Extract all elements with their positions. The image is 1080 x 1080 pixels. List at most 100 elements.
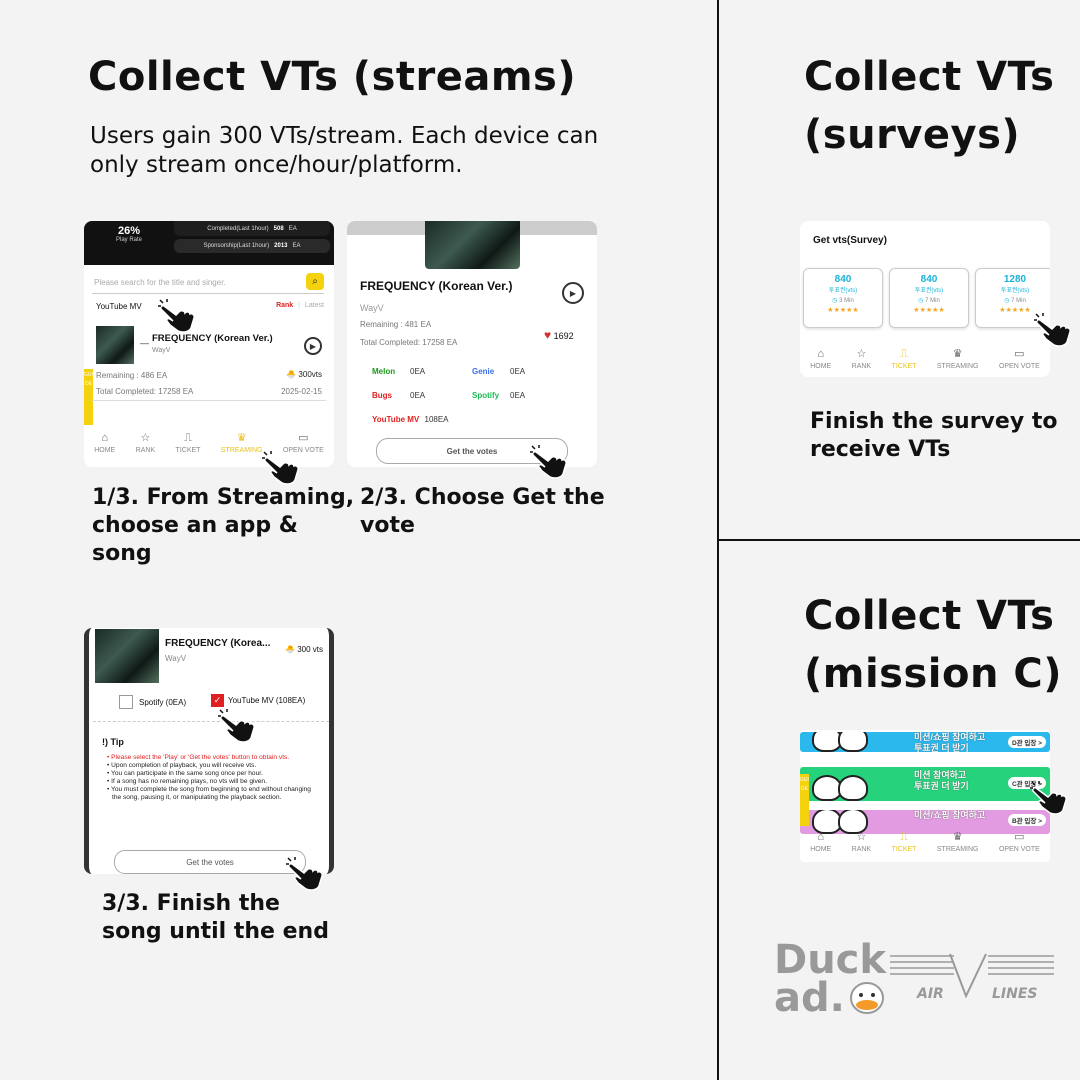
nav-streaming[interactable]: ♛STREAMING — [936, 831, 979, 854]
airlines-wordmark — [890, 953, 1054, 999]
sponsorship-label: Sponsorship(Last 1hour) — [203, 243, 270, 249]
clock-icon: ◷ — [918, 298, 924, 304]
tap-hand-icon — [262, 450, 304, 486]
search-icon[interactable]: ⌕ — [306, 273, 324, 290]
reward: 🐣 300vts — [286, 370, 322, 379]
sort-rank[interactable]: Rank — [276, 302, 294, 309]
nav-ticket[interactable]: ⎍TICKET — [891, 831, 917, 854]
nav-rank[interactable]: ☆RANK — [851, 831, 872, 854]
get-votes-button[interactable]: Get the votes — [114, 850, 306, 874]
survey-reward-value: 840 — [920, 274, 938, 285]
play-icon[interactable]: ▶ — [304, 337, 322, 355]
brand-air: AIR — [917, 986, 944, 1002]
mission-enter-button[interactable]: C관 입장 > — [1007, 777, 1046, 789]
song-title[interactable]: FREQUENCY (Korean Ver.) — [152, 333, 273, 344]
tap-hand-icon — [158, 298, 200, 334]
nav-ticket[interactable]: ⎍TICKET — [175, 432, 201, 455]
streaming-icon: ♛ — [952, 831, 963, 843]
checkbox-spotify[interactable] — [119, 695, 133, 709]
duck-mascot-icon — [838, 775, 868, 801]
nav-streaming[interactable]: ♛STREAMING — [220, 432, 263, 455]
guide-tab[interactable]: GUIDE — [84, 369, 93, 425]
mission-banner-text: 미션/쇼핑 참여하고 — [914, 810, 986, 820]
duck-mascot-icon — [838, 810, 868, 834]
song-date: 2025-02-15 — [281, 387, 322, 396]
play-rate-value: 26% — [117, 225, 141, 237]
get-votes-button[interactable]: Get the votes — [376, 438, 568, 464]
total-completed: Total Completed: 17258 EA — [96, 387, 194, 396]
vote-icon: ▭ — [298, 432, 309, 444]
nav-open-vote[interactable]: ▭OPEN VOTE — [998, 831, 1040, 854]
remaining-count: Remaining : 481 EA — [360, 320, 432, 329]
rank-icon: ☆ — [856, 348, 867, 360]
brand-logo: Duck ad. AIR LINES — [774, 940, 1064, 1020]
nav-home[interactable]: ⌂HOME — [810, 831, 832, 854]
search-input[interactable]: Please search for the title and singer. — [94, 278, 226, 287]
remaining-count: Remaining : 486 EA — [96, 371, 168, 380]
home-icon: ⌂ — [817, 831, 825, 843]
platform-select[interactable]: YouTube MV — [96, 302, 142, 311]
step3-caption: 3/3. Finish the song until the end — [102, 891, 329, 944]
artist-name: WayV — [165, 654, 187, 663]
surveys-title: Collect VTs (surveys) — [804, 54, 1055, 158]
streaming-icon: ♛ — [236, 432, 247, 444]
survey-time: ◷ 7 Min — [918, 298, 940, 304]
brand-lines: LINES — [992, 986, 1038, 1002]
play-rate-label: Play Rate — [115, 237, 142, 243]
survey-time: ◷ 7 Min — [1004, 298, 1026, 304]
home-icon: ⌂ — [817, 348, 825, 360]
home-icon: ⌂ — [101, 432, 109, 444]
streams-description: Users gain 300 VTs/stream. Each device c… — [90, 123, 599, 178]
platform-spotify: Spotify 0EA — [472, 391, 526, 400]
survey-reward-unit: 투표권(vts) — [914, 288, 944, 294]
reward: 🐣 300 vts — [285, 645, 323, 654]
nav-home[interactable]: ⌂HOME — [810, 348, 832, 371]
mission-enter-button[interactable]: D관 입장 > — [1007, 736, 1046, 748]
survey-reward-unit: 투표권(vts) — [1000, 288, 1030, 294]
clock-icon: ◷ — [832, 298, 838, 304]
ticket-icon: ⎍ — [900, 348, 908, 360]
artist-name: WayV — [152, 347, 171, 354]
tap-hand-icon — [1034, 312, 1076, 348]
tip-list: • Please select the 'Play' or 'Get the v… — [107, 754, 311, 801]
survey-rating: ★★★★★ — [913, 307, 945, 314]
rank-icon: ☆ — [140, 432, 151, 444]
nav-rank[interactable]: ☆RANK — [135, 432, 156, 455]
sort-latest[interactable]: Latest — [304, 302, 324, 309]
survey-time: ◷ 3 Min — [832, 298, 854, 304]
checkbox-youtube[interactable]: ✓ — [211, 694, 224, 707]
option-spotify[interactable]: Spotify (0EA) — [119, 695, 186, 709]
completed-label: Completed(Last 1hour) — [207, 225, 269, 232]
mission-banner[interactable]: 미션/쇼핑 참여하고 B관 입장 > — [800, 810, 1050, 834]
survey-caption: Finish the survey to receive VTs — [810, 409, 1058, 462]
survey-rating: ★★★★★ — [999, 307, 1031, 314]
tip-title: !) Tip — [102, 737, 124, 747]
option-youtube[interactable]: ✓ YouTube MV (108EA) — [211, 694, 305, 707]
platform-genie: Genie 0EA — [472, 367, 526, 376]
nav-home[interactable]: ⌂HOME — [94, 432, 116, 455]
duck-mascot-icon — [838, 732, 868, 752]
step2-caption: 2/3. Choose Get the vote — [360, 485, 605, 538]
nav-open-vote[interactable]: ▭OPEN VOTE — [998, 348, 1040, 371]
guide-tab[interactable]: GUIDE — [800, 774, 809, 826]
song-title: FREQUENCY (Korean Ver.) — [360, 279, 513, 293]
nav-rank[interactable]: ☆RANK — [851, 348, 872, 371]
play-icon[interactable]: ▶ — [562, 282, 584, 304]
survey-card[interactable]: 840 투표권(vts) ◷ 7 Min ★★★★★ — [889, 268, 969, 328]
song-title: FREQUENCY (Korea... — [165, 638, 271, 649]
nav-streaming[interactable]: ♛STREAMING — [936, 348, 979, 371]
mission-enter-button[interactable]: B관 입장 > — [1007, 814, 1046, 826]
streams-title: Collect VTs (streams) — [88, 54, 577, 100]
likes[interactable]: ♥ 1692 — [544, 328, 574, 342]
vote-icon: ▭ — [1014, 348, 1025, 360]
nav-open-vote[interactable]: ▭OPEN VOTE — [282, 432, 324, 455]
search-bar[interactable]: Please search for the title and singer. … — [92, 273, 324, 294]
nav-ticket[interactable]: ⎍TICKET — [891, 348, 917, 371]
total-completed: Total Completed: 17258 EA — [360, 338, 458, 347]
